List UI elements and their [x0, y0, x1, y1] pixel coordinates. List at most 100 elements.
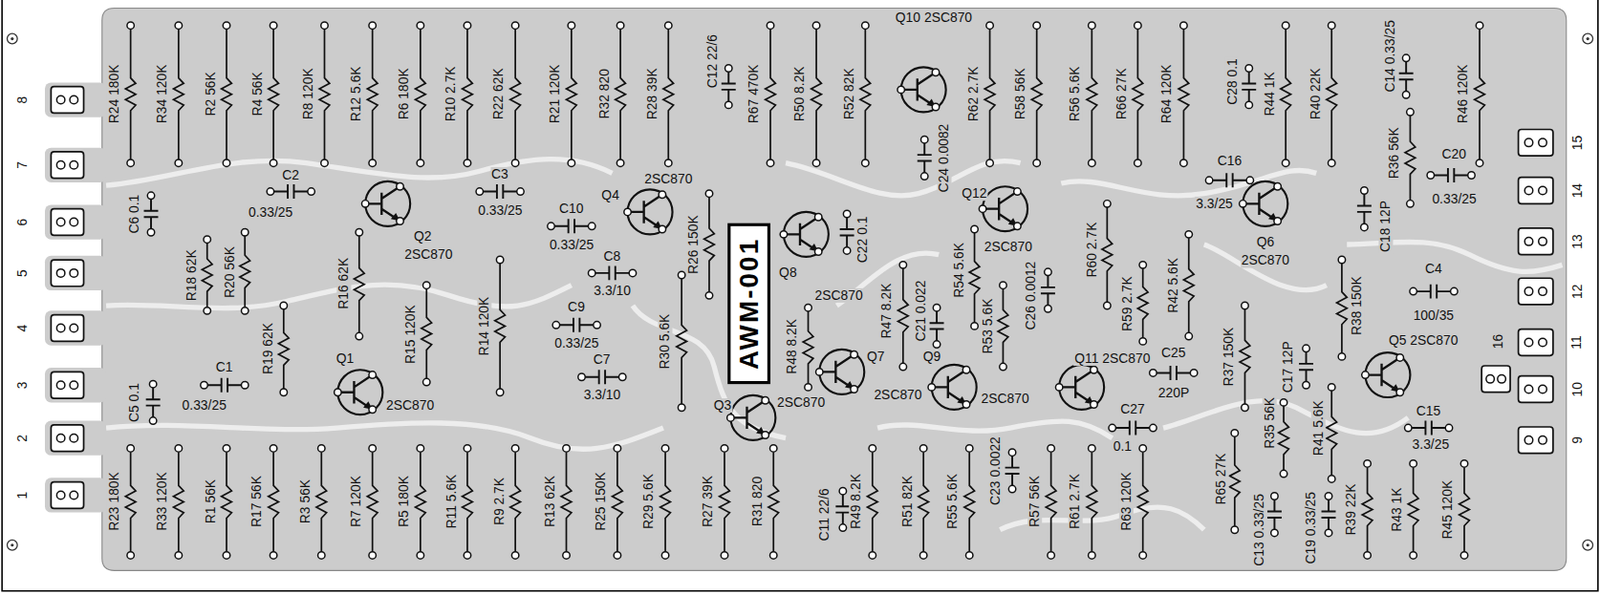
- part-label: R48 8.2K: [784, 318, 800, 376]
- solder-pad: [567, 21, 575, 29]
- part-label: Q1: [335, 351, 356, 367]
- resistor-symbol: [1137, 264, 1148, 342]
- resistor-symbol: [719, 448, 731, 556]
- solder-pad: [779, 231, 787, 238]
- part-label: R13 62K: [542, 475, 558, 529]
- transistor-symbol: [1059, 369, 1094, 405]
- pin-number: 1: [15, 491, 30, 501]
- connector-tab: [1513, 172, 1559, 208]
- solder-pad: [269, 552, 277, 560]
- solder-pad: [1014, 188, 1021, 195]
- connector-tab: [1513, 224, 1559, 260]
- capacitor-symbol: [204, 378, 246, 393]
- board-id-box: AWM-001: [727, 223, 771, 386]
- solder-pad: [127, 159, 134, 167]
- solder-pad: [1139, 338, 1146, 346]
- pad-hole: [56, 161, 65, 171]
- solder-pad: [587, 222, 595, 230]
- part-label: C7: [592, 352, 612, 368]
- part-label: R5 180K: [396, 475, 411, 529]
- resistor-symbol: [676, 275, 688, 409]
- solder-pad: [1271, 529, 1278, 537]
- solder-pad: [1302, 345, 1310, 352]
- solder-pad: [628, 269, 636, 277]
- solder-pad: [665, 159, 672, 167]
- solder-pad: [463, 552, 471, 560]
- capacitor-symbol: [146, 384, 161, 421]
- part-label: R56 5.6K: [1068, 64, 1083, 123]
- part-label: R10 2.7K: [443, 64, 458, 123]
- part-label: C11 22/6: [817, 487, 832, 542]
- part-label: R67 470K: [746, 63, 761, 125]
- part-label: C20: [1440, 148, 1468, 163]
- part-label: C18 12P: [1378, 199, 1393, 254]
- solder-pad: [552, 322, 560, 329]
- solder-pad: [1409, 287, 1417, 295]
- transistor-symbol: [1364, 352, 1410, 398]
- solder-pad: [1008, 485, 1016, 493]
- solder-pad: [624, 208, 631, 216]
- pad-hole: [69, 95, 79, 105]
- solder-pad: [1149, 369, 1157, 377]
- part-label: R53 5.6K: [980, 298, 995, 356]
- part-label: R25 150K: [593, 471, 608, 533]
- solder-pad: [416, 552, 424, 560]
- solder-pad: [368, 21, 376, 29]
- solder-pad: [475, 188, 483, 195]
- part-label: 2SC870: [403, 247, 454, 262]
- solder-pad: [618, 373, 626, 381]
- transistor-symbol: [901, 72, 936, 108]
- solder-pad: [770, 552, 778, 560]
- part-label: C25: [1160, 346, 1188, 362]
- part-label: R31 820: [750, 475, 765, 529]
- connector-tab: [44, 82, 107, 117]
- part-label: R16 62K: [336, 257, 351, 311]
- pin-number: 10: [1570, 381, 1585, 399]
- part-label: R6 180K: [396, 66, 411, 121]
- mount-hole: [1586, 543, 1590, 547]
- resistor-symbol: [201, 239, 213, 312]
- capacitor-symbol: [1399, 58, 1414, 95]
- pin-number: 2: [15, 433, 30, 444]
- transistor-symbol: [1364, 357, 1400, 392]
- solder-pad: [1468, 172, 1475, 179]
- solder-pad: [1406, 200, 1414, 208]
- resistor-symbol: [997, 285, 1009, 368]
- solder-pad: [1302, 382, 1310, 390]
- resistor-symbol: [1178, 25, 1190, 164]
- mount-hole: [6, 540, 18, 551]
- part-label: 3.3/10: [592, 284, 632, 300]
- solder-pad: [897, 86, 905, 93]
- solder-pad: [203, 236, 211, 243]
- transistor-symbol: [931, 365, 977, 411]
- mount-hole: [6, 33, 18, 44]
- solder-pad: [862, 21, 869, 29]
- part-label: 2SC870: [1240, 254, 1291, 269]
- solder-pad: [1362, 371, 1369, 379]
- transistor-symbol: [982, 186, 1028, 232]
- solder-pad: [307, 188, 315, 195]
- part-label: R32 820: [596, 67, 611, 121]
- capacitor-symbol: [582, 369, 624, 385]
- trace-gap: [106, 423, 664, 451]
- resistor-symbol: [462, 25, 474, 164]
- resistor-symbol: [615, 25, 627, 164]
- solder-pad: [511, 159, 519, 167]
- part-label: R27 39K: [700, 475, 715, 529]
- pad-hole: [69, 381, 79, 390]
- solder-pad: [725, 64, 733, 72]
- part-label: Q4: [600, 188, 621, 203]
- part-label: Q9: [922, 349, 943, 365]
- solder-pad: [1402, 54, 1409, 62]
- solder-pad: [280, 302, 287, 309]
- resistor-symbol: [1459, 463, 1471, 556]
- solder-pad: [839, 487, 846, 495]
- solder-pad: [1338, 353, 1345, 361]
- solder-pad: [899, 363, 907, 370]
- solder-pad: [1185, 332, 1192, 340]
- part-label: Q8: [778, 265, 799, 281]
- capacitor-symbol: [270, 184, 312, 199]
- solder-pad: [269, 21, 277, 29]
- pad-hole: [69, 433, 79, 443]
- part-label: 3.3/25: [1410, 438, 1450, 454]
